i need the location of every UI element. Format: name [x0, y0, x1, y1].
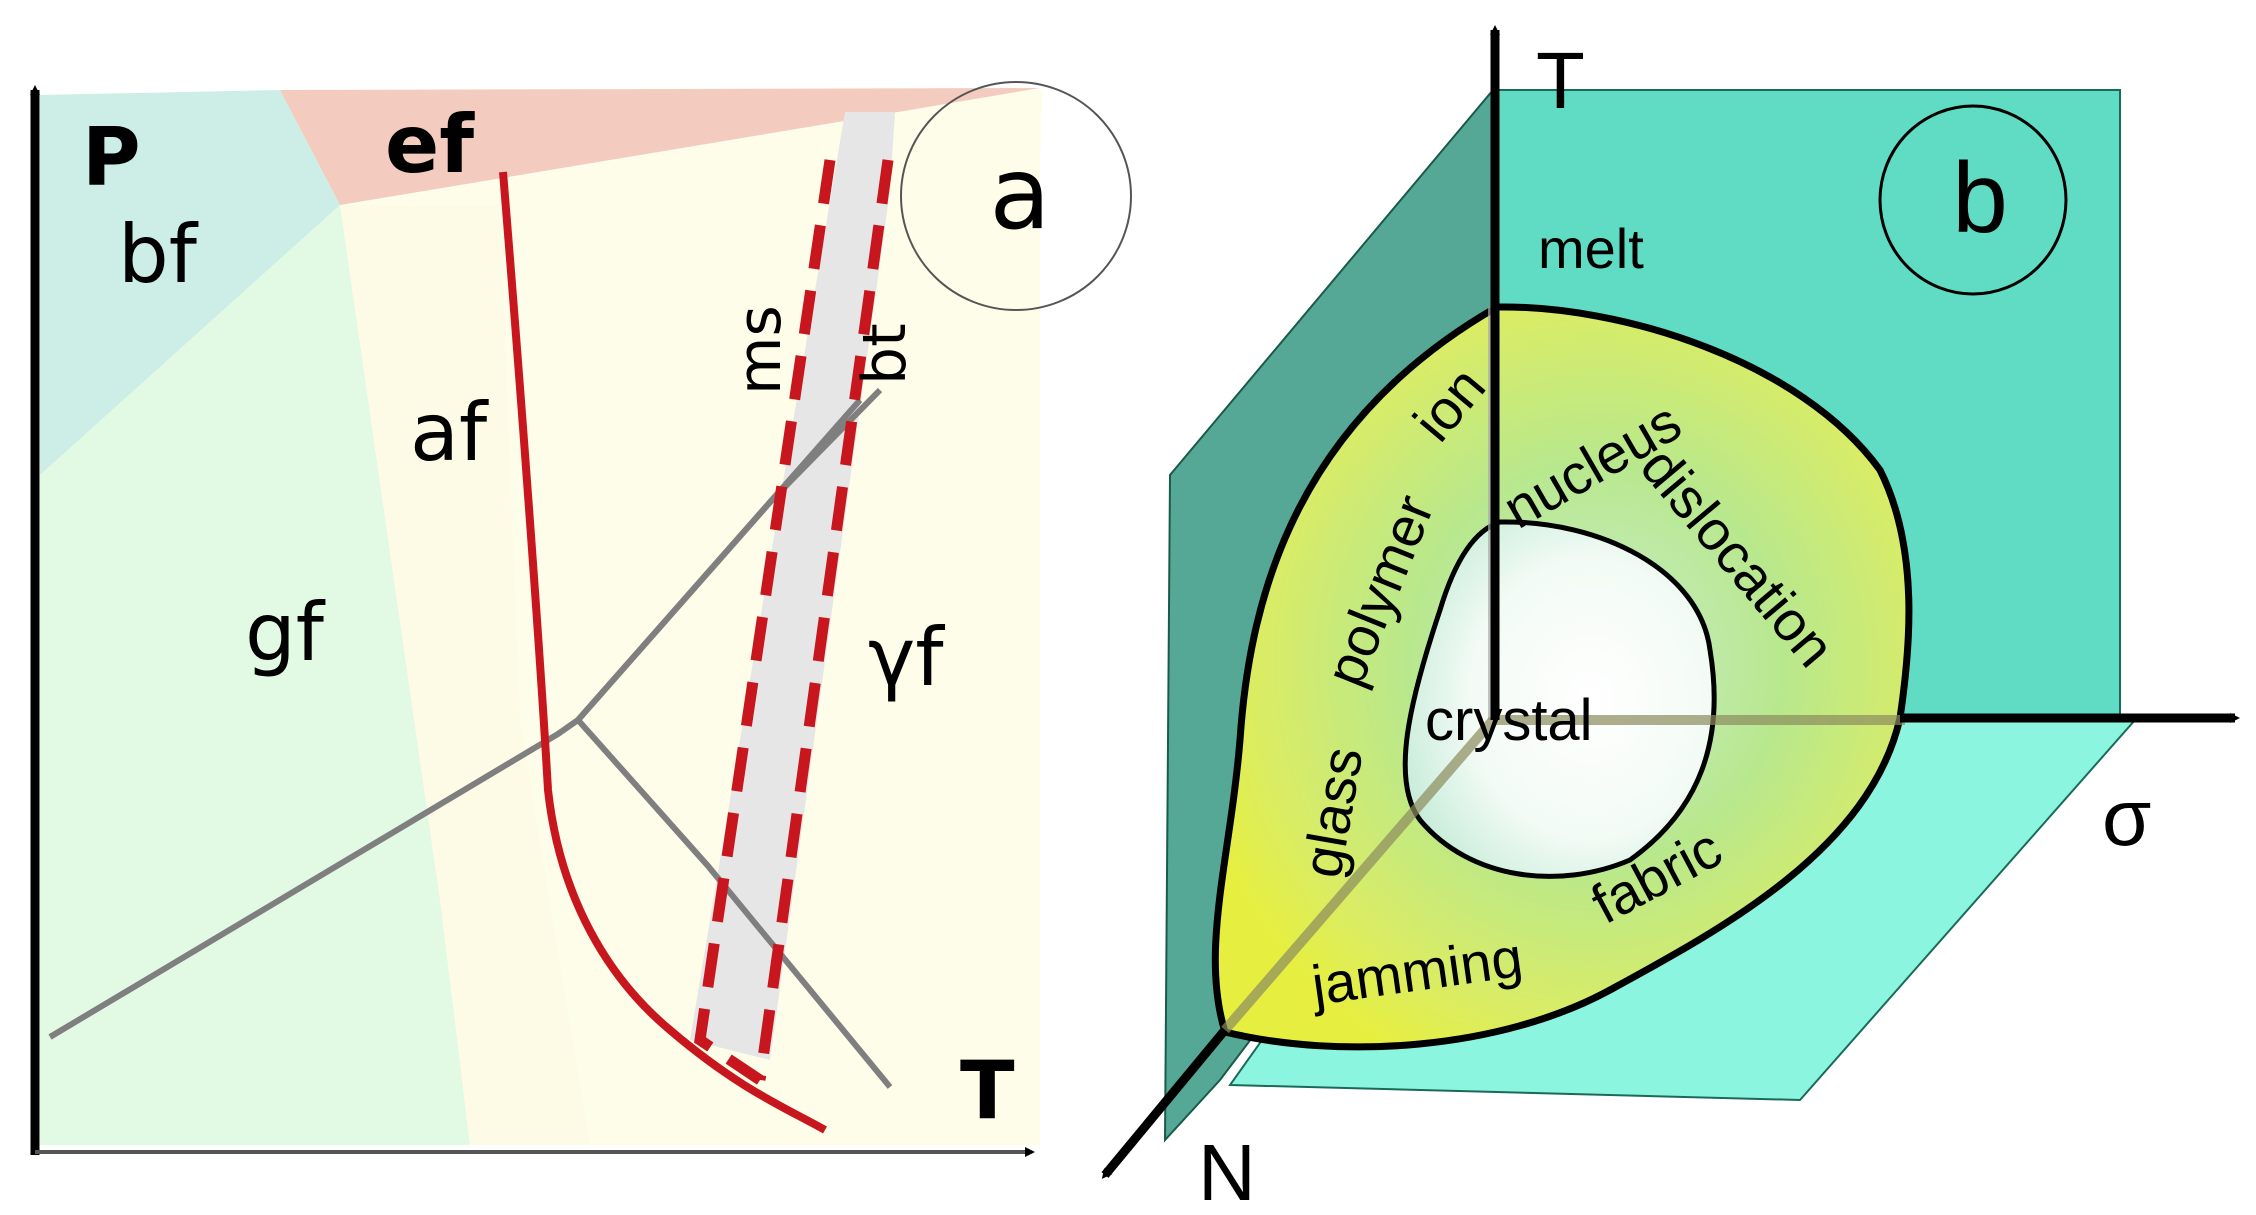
- panel-b-label-circle: [1878, 104, 2068, 296]
- line-label-ms: ms: [725, 305, 795, 395]
- red-solid-line: [499, 171, 827, 1134]
- line-label-bt: bt: [850, 323, 920, 385]
- red-dashed-line-bt: [754, 159, 894, 1081]
- crystal-region: [1402, 519, 1717, 879]
- region-ef-label: ef: [385, 98, 475, 191]
- panel-b-label: b: [1952, 142, 2008, 254]
- inner-axis-depth: [1221, 716, 1497, 1034]
- region-af-label: af: [410, 386, 489, 479]
- region-gf-label: gf: [245, 586, 326, 679]
- region-gammaf-label: γf: [868, 611, 945, 704]
- crystal-label: crystal: [1425, 688, 1593, 753]
- panel-a-label: a: [989, 135, 1050, 252]
- axis-t-b-label: T: [1536, 36, 1585, 125]
- grey-line-branch: [575, 718, 893, 1089]
- region-bf-label: bf: [118, 208, 199, 301]
- panel-b: b T σ N melt crystal glass polymer ion n…: [1101, 25, 2240, 1215]
- red-dashed-line-ms: [694, 159, 836, 1085]
- axis-y-label: P: [82, 111, 141, 204]
- band-ms-bt: [690, 112, 895, 1060]
- region-gf-area: [40, 205, 470, 1145]
- axis-x-label: T: [960, 1044, 1015, 1137]
- grey-line-upper: [575, 387, 883, 722]
- region-bf-area: [40, 90, 340, 475]
- axis-n-b: [1101, 1027, 1229, 1179]
- panel-a: a P T bf ef gf af γf ms bt: [30, 81, 1132, 1157]
- region-af-area: [340, 205, 590, 1145]
- axis-n-b-label: N: [1198, 1128, 1256, 1215]
- melt-label: melt: [1538, 217, 1644, 280]
- panel-a-label-circle: [900, 81, 1132, 311]
- axis-sigma-b-label: σ: [2102, 773, 2151, 862]
